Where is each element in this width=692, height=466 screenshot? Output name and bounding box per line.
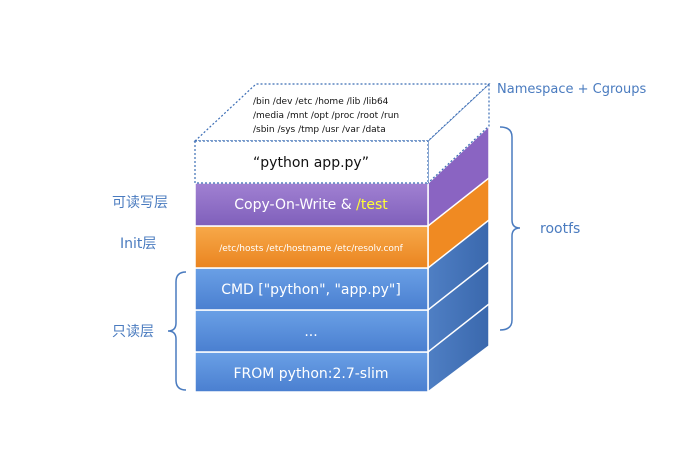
top-paths-line1: /bin /dev /etc /home /lib /lib64 — [253, 97, 389, 107]
layer-rw-label: Copy-On-Write & /test — [234, 197, 388, 213]
layer-rw-prefix: Copy-On-Write & — [234, 197, 356, 213]
rootfs-brace — [499, 126, 521, 331]
ro-brace — [167, 271, 187, 391]
ro-layer-label: 只读层 — [112, 323, 154, 340]
top-paths-line3: /sbin /sys /tmp /usr /var /data — [253, 125, 386, 135]
rw-layer-label: 可读写层 — [112, 194, 168, 211]
top-paths-line2: /media /mnt /opt /proc /root /run — [253, 111, 399, 121]
namespace-label: Namespace + Cgroups — [497, 82, 646, 97]
init-layer-label: Init层 — [120, 236, 156, 252]
rootfs-label: rootfs — [540, 221, 580, 237]
layer-cmd-label: CMD ["python", "app.py"] — [221, 282, 401, 298]
top-command: “python app.py” — [253, 155, 369, 171]
top-container-layer: /bin /dev /etc /home /lib /lib64 /media … — [193, 82, 491, 185]
layer-rw-highlight: /test — [356, 197, 388, 213]
layer-init-label: /etc/hosts /etc/hostname /etc/resolv.con… — [219, 244, 403, 254]
layer-dots-label: ... — [304, 324, 317, 340]
layer-from-label: FROM python:2.7-slim — [233, 366, 388, 382]
